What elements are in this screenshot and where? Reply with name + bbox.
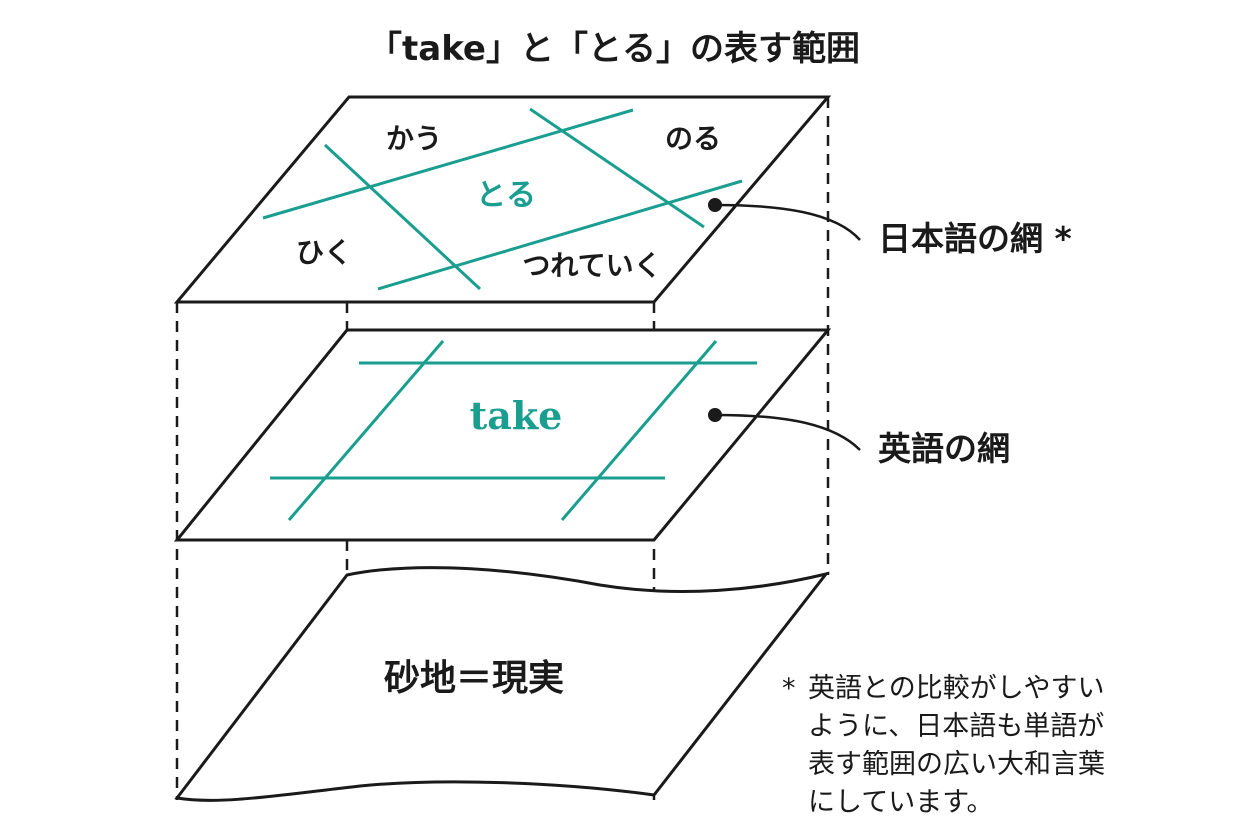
english-net-callout bbox=[708, 408, 861, 451]
footnote-line: 英語との比較がしやすい bbox=[808, 673, 1105, 704]
word-toru: とる bbox=[476, 178, 536, 213]
japanese-net-lines bbox=[262, 107, 743, 291]
footnote-line: にしています。 bbox=[808, 787, 994, 818]
word-tsureteiku: つれていく bbox=[522, 249, 661, 282]
word-noru: のる bbox=[665, 122, 721, 155]
japanese-net-callout bbox=[708, 198, 861, 241]
japanese-net-label: 日本語の網 * bbox=[878, 219, 1072, 258]
word-hiku: ひく bbox=[296, 236, 352, 269]
footnote-line: ように、日本語も単語が bbox=[808, 711, 1105, 742]
word-kau: かう bbox=[386, 122, 442, 155]
japanese-net-plane bbox=[173, 95, 832, 304]
footnote-line: 表す範囲の広い大和言葉 bbox=[808, 749, 1105, 780]
footnote-star: * bbox=[782, 673, 796, 704]
ground-plane bbox=[174, 566, 830, 802]
word-take: take bbox=[470, 393, 563, 438]
footnote-text: 英語との比較がしやすい ように、日本語も単語が 表す範囲の広い大和言葉 にしてい… bbox=[808, 670, 1105, 822]
english-net-lines bbox=[270, 340, 757, 521]
english-net-label: 英語の網 bbox=[878, 429, 1010, 468]
english-net-plane bbox=[173, 328, 832, 542]
diagram-title: 「take」と「とる」の表す範囲 bbox=[368, 29, 860, 69]
ground-label: 砂地＝現実 bbox=[384, 658, 564, 699]
